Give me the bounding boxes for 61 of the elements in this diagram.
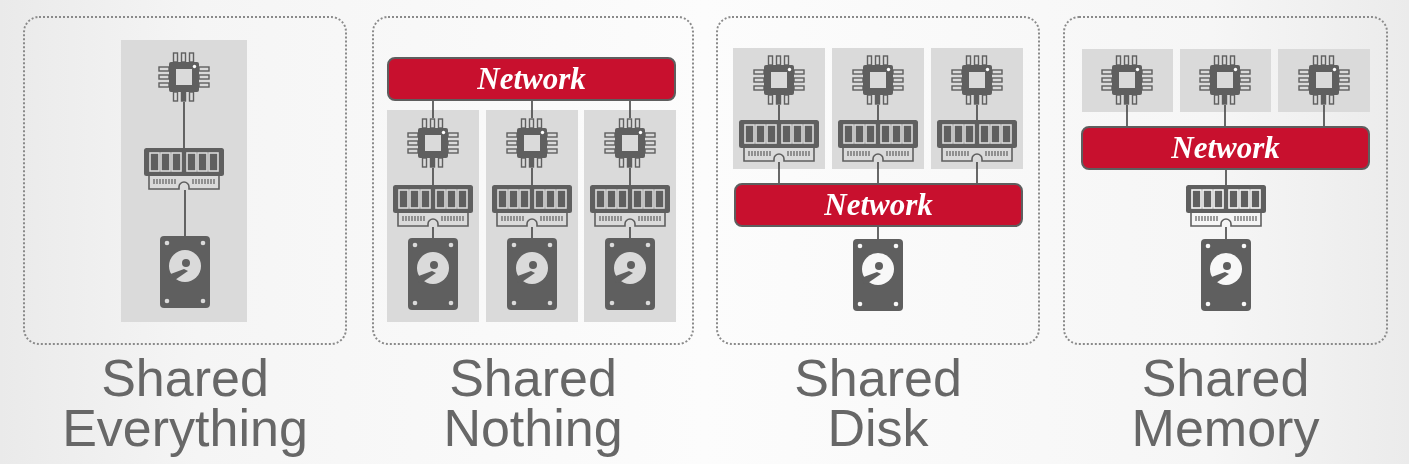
connector-line xyxy=(1323,104,1325,127)
shaded-panel xyxy=(584,110,676,322)
connector-line xyxy=(778,104,780,121)
connector-line xyxy=(531,167,533,186)
network-bar xyxy=(387,57,676,101)
connector-line xyxy=(183,101,185,149)
shaded-panel xyxy=(486,110,578,322)
cpu-chip-icon xyxy=(1298,55,1350,105)
connector-line xyxy=(629,167,631,186)
connector-line xyxy=(877,161,879,184)
cpu-chip-icon xyxy=(506,118,558,168)
cpu-chip-icon xyxy=(407,118,459,168)
connector-line xyxy=(432,100,434,119)
memory-module-icon xyxy=(144,148,224,190)
memory-module-icon xyxy=(937,120,1017,162)
connector-line xyxy=(976,161,978,184)
connector-line xyxy=(531,226,533,239)
shaded-panel xyxy=(931,48,1023,169)
memory-module-icon xyxy=(838,120,918,162)
network-bar xyxy=(734,183,1023,227)
memory-module-icon xyxy=(393,185,473,227)
network-bar xyxy=(1081,126,1370,170)
cpu-chip-icon xyxy=(1101,55,1153,105)
connector-line xyxy=(877,104,879,121)
cpu-chip-icon xyxy=(951,55,1003,105)
cpu-chip-icon xyxy=(158,52,210,102)
architecture-title: Shared Nothing xyxy=(442,349,624,459)
connector-line xyxy=(877,226,879,240)
connector-line xyxy=(1126,104,1128,127)
shaded-panel xyxy=(733,48,825,169)
shaded-panel xyxy=(387,110,479,322)
architecture-title: Shared Disk xyxy=(793,349,963,459)
connector-line xyxy=(1225,226,1227,240)
connector-line xyxy=(184,189,186,237)
shaded-panel xyxy=(1278,49,1370,112)
connector-line xyxy=(531,100,533,119)
memory-module-icon xyxy=(590,185,670,227)
cpu-chip-icon xyxy=(753,55,805,105)
bar-label: Network xyxy=(824,186,933,224)
shaded-panel xyxy=(121,40,247,322)
shaded-panel xyxy=(832,48,924,169)
shaded-panel xyxy=(1082,49,1173,112)
memory-module-icon xyxy=(739,120,819,162)
connector-line xyxy=(629,226,631,239)
connector-line xyxy=(432,226,434,239)
connector-line xyxy=(778,161,780,184)
connector-line xyxy=(432,167,434,186)
cpu-chip-icon xyxy=(852,55,904,105)
cpu-chip-icon xyxy=(1199,55,1251,105)
connector-line xyxy=(976,104,978,121)
cpu-chip-icon xyxy=(604,118,656,168)
architecture-title: Shared Everything xyxy=(61,349,309,459)
bar-label: Network xyxy=(1171,129,1280,167)
architecture-title: Shared Memory xyxy=(1130,349,1321,459)
connector-line xyxy=(629,100,631,119)
memory-module-icon xyxy=(1186,185,1266,227)
connector-line xyxy=(1225,169,1227,186)
memory-module-icon xyxy=(492,185,572,227)
bar-label: Network xyxy=(477,60,586,98)
connector-line xyxy=(1224,104,1226,127)
shaded-panel xyxy=(1180,49,1271,112)
